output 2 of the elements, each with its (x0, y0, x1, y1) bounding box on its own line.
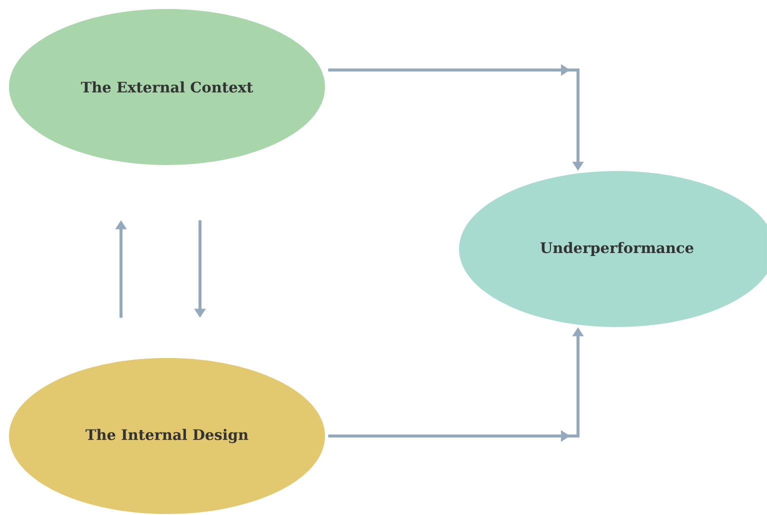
ellipse-node: The External Context (9, 9, 325, 165)
ellipse-node: The Internal Design (9, 358, 325, 514)
